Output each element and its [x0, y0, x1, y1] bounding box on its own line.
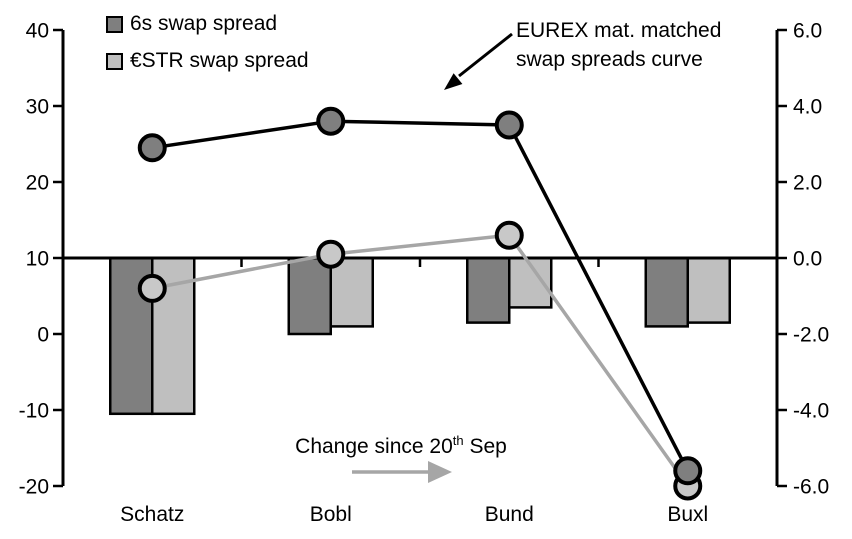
right-axis-tick-label: 0.0 [793, 248, 822, 271]
change-annotation-arrow-head-icon [428, 461, 452, 483]
right-axis-tick-label: -6.0 [793, 476, 829, 499]
category-label-buxl: Buxl [667, 503, 708, 526]
curve-annotation-line2: swap spreads curve [516, 48, 703, 71]
left-axis-tick-label: 40 [26, 20, 49, 43]
change-annotation-prefix: Change since 20 [295, 435, 453, 458]
bar-6s-swap-spread-bobl [287, 256, 332, 336]
left-axis-tick-label: 30 [26, 96, 49, 119]
curve-annotation-line1: EUREX mat. matched [516, 19, 722, 42]
category-label-bobl: Bobl [310, 503, 352, 526]
legend-swatch-estr-icon [106, 52, 123, 70]
left-axis-tick-label: 0 [37, 324, 49, 347]
marker-6s-swap-spread-curve-eurex-mat-matched-schatz [137, 133, 167, 163]
marker-str-swap-spread-curve-bobl [316, 239, 346, 269]
marker-str-swap-spread-curve-bund [494, 220, 524, 250]
category-label-bund: Bund [485, 503, 534, 526]
bar-str-swap-spread-buxl [686, 256, 731, 324]
line-6s-swap-spread-curve-eurex-mat-matched [151, 119, 690, 472]
change-annotation: Change since 20th Sep [266, 433, 536, 459]
bar-6s-swap-spread-buxl [644, 256, 689, 328]
right-axis-tick-label: -2.0 [793, 324, 829, 347]
line-str-swap-spread-curve [151, 233, 690, 488]
marker-6s-swap-spread-curve-eurex-mat-matched-bobl [316, 106, 346, 136]
left-axis-tick-label: -20 [19, 476, 49, 499]
legend-label-estr: €STR swap spread [130, 49, 309, 72]
curve-annotation: EUREX mat. matched swap spreads curve [516, 16, 721, 74]
left-axis-tick-label: 10 [26, 248, 49, 271]
change-annotation-sup: th [452, 433, 464, 448]
right-axis-tick-label: 4.0 [793, 96, 822, 119]
marker-6s-swap-spread-curve-eurex-mat-matched-buxl [673, 456, 703, 486]
left-axis-tick-label: -10 [19, 400, 49, 423]
marker-str-swap-spread-curve-schatz [137, 273, 167, 303]
curve-annotation-arrow-shaft [458, 32, 513, 78]
legend: 6s swap spread €STR swap spread [106, 10, 309, 84]
legend-swatch-6s-icon [106, 15, 123, 33]
legend-item-6s: 6s swap spread [106, 10, 309, 38]
category-label-schatz: Schatz [120, 503, 184, 526]
right-axis-tick-label: -4.0 [793, 400, 829, 423]
right-axis-tick-label: 6.0 [793, 20, 822, 43]
bar-str-swap-spread-bobl [329, 256, 374, 328]
legend-item-estr: €STR swap spread [106, 47, 309, 75]
bar-6s-swap-spread-bund [466, 256, 511, 324]
curve-annotation-arrow-head-icon [444, 73, 463, 90]
marker-6s-swap-spread-curve-eurex-mat-matched-bund [494, 110, 524, 140]
left-axis-tick-label: 20 [26, 172, 49, 195]
legend-label-6s: 6s swap spread [130, 12, 278, 35]
right-axis-tick-label: 2.0 [793, 172, 822, 195]
change-annotation-suffix: Sep [463, 435, 507, 458]
